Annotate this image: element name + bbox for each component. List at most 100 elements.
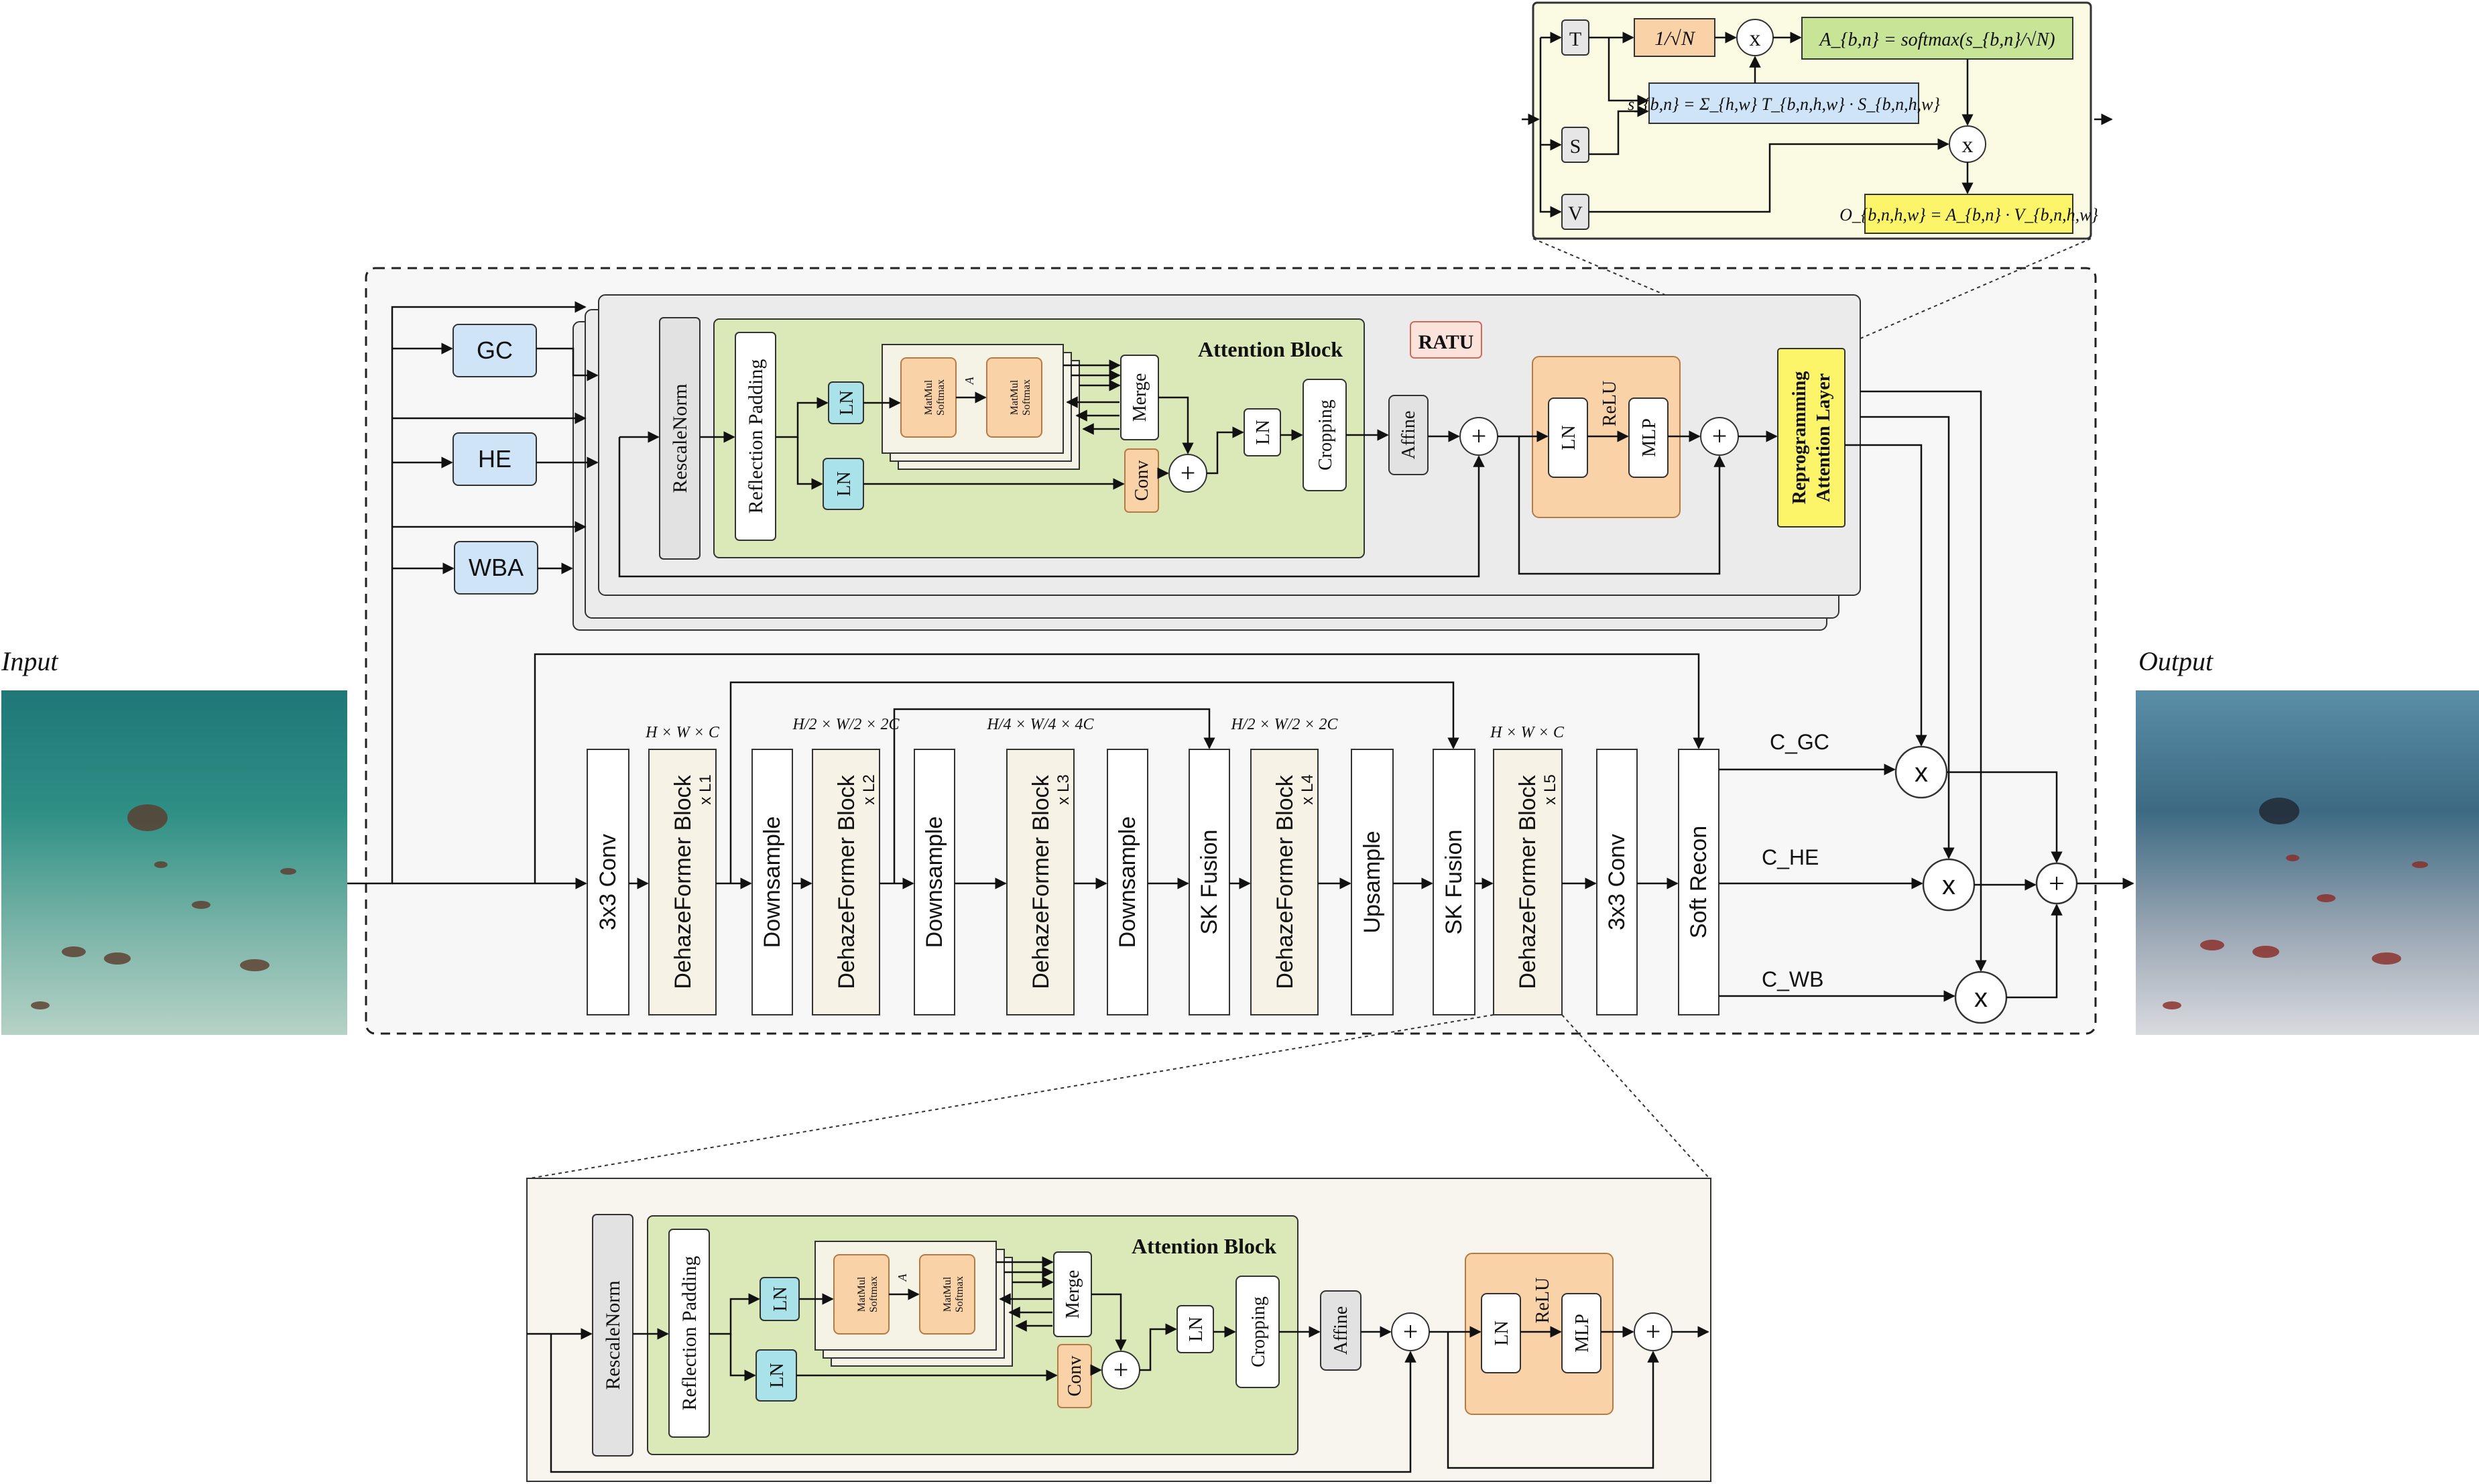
reprogramming-detail-panel: T S V 1/√N x A_{b,n} = softmax(s_{b,n}/√… [1522, 1, 2113, 346]
block-label: Soft Recon [1686, 826, 1711, 938]
coef-label: C_HE [1762, 845, 1819, 869]
mlp-box [1561, 1293, 1601, 1373]
block-label: 3x3 Conv [1604, 834, 1630, 930]
fusion: C_GC C_HE C_WB x x x + [1719, 390, 2134, 1024]
output-image [2136, 690, 2479, 1035]
matmul-label: MatMul [923, 379, 934, 415]
conv-label: Conv [1065, 1356, 1085, 1397]
dim-label: H/2 × W/2 × 2C [1230, 716, 1338, 733]
input-image [1, 690, 347, 1035]
block-label: SK Fusion [1441, 830, 1467, 935]
dehazeformer-block [648, 749, 717, 1015]
softmax-label: Softmax [954, 1276, 965, 1312]
ln-box [1548, 397, 1588, 478]
he-label: HE [478, 445, 511, 473]
ln-label: LN [837, 390, 857, 415]
scale-label: 1/√N [1654, 27, 1696, 50]
v-label: V [1568, 202, 1583, 225]
ratu-tag [1410, 321, 1482, 359]
multiply-sign: x [1915, 758, 1928, 788]
rescalenorm-label: RescaleNorm [602, 1280, 624, 1389]
mlp-box [1628, 397, 1669, 478]
affine-label: Affine [1398, 411, 1419, 460]
attention-map-label: A [896, 1274, 909, 1282]
merge-label: Merge [1130, 373, 1150, 422]
conv3x3-block [587, 749, 629, 1015]
dim-label: H × W × C [645, 724, 720, 741]
backbone: 3x3 Conv DehazeFormer Block x L1 Downsam… [392, 653, 1719, 1015]
ln-box [1481, 1293, 1521, 1373]
reprogramming-attention-layer [1777, 348, 1846, 528]
affine-box [1388, 395, 1429, 475]
repeat-label: x L2 [860, 774, 878, 804]
gc-label: GC [477, 336, 513, 364]
block-label: DehazeFormer Block [670, 774, 696, 989]
matmul-softmax-box [919, 1254, 975, 1335]
ln-label: LN [1492, 1320, 1512, 1345]
ln-box [1176, 1305, 1214, 1353]
conv-box [1057, 1344, 1092, 1408]
conv-box [1124, 448, 1159, 513]
wba-label: WBA [469, 554, 524, 581]
dehazeformer-detail-panel: RescaleNorm Attention Block Reflection P… [526, 1014, 1711, 1482]
block-label: DehazeFormer Block [1272, 774, 1298, 989]
upsample-block [1351, 749, 1394, 1015]
ratu-block: RATU RescaleNorm Attention Block Reflect… [572, 294, 1861, 631]
attention-map-label: A [963, 377, 976, 385]
attention-block-title: Attention Block [1198, 337, 1343, 361]
plus-sign: + [2049, 869, 2065, 900]
similarity-box [1648, 82, 1919, 124]
multiply-sign: x [1962, 133, 1974, 158]
output-formula: O_{b,n,h,w} = A_{b,n} · V_{b,n,h,w} [1839, 205, 2098, 225]
multiply-sign: x [1942, 871, 1955, 900]
block-label: DehazeFormer Block [1028, 774, 1054, 989]
s-box [1561, 127, 1589, 163]
similarity-formula: s_{b,n} = Σ_{h,w} T_{b,n,h,w} · S_{b,n,h… [1628, 95, 1940, 114]
affine-box [1320, 1290, 1362, 1371]
cropping-label: Cropping [1248, 1296, 1269, 1367]
softmax-formula: A_{b,n} = softmax(s_{b,n}/√N) [1818, 29, 2055, 50]
dim-label: H × W × C [1490, 724, 1565, 741]
matmul-softmax-box [986, 357, 1042, 438]
t-label: T [1569, 28, 1581, 50]
block-label: Downsample [922, 816, 947, 948]
enhancement-inputs: GC HE WBA [347, 301, 599, 885]
multiply-sign: x [1974, 983, 1988, 1013]
multiply-sign: x [1750, 26, 1761, 51]
block-label: Downsample [760, 816, 785, 948]
matmul-label: MatMul [1009, 379, 1020, 415]
reprogramming-label: Reprogramming [1789, 371, 1810, 505]
ln-label: LN [1186, 1316, 1207, 1341]
dim-label: H/2 × W/2 × 2C [792, 716, 900, 733]
soft-recon-block [1678, 749, 1719, 1015]
rescalenorm-box [592, 1214, 633, 1457]
downsample-block [1107, 749, 1148, 1015]
input-label: Input [1, 646, 58, 676]
plus-sign: + [1113, 1355, 1129, 1385]
ln-label: LN [1559, 425, 1579, 450]
merge-label: Merge [1063, 1270, 1083, 1319]
block-label: DehazeFormer Block [834, 774, 859, 989]
mlp-label: MLP [1639, 418, 1660, 457]
dehazeformer-block [1006, 749, 1075, 1015]
repeat-label: x L4 [1298, 774, 1317, 804]
gc-box [452, 324, 537, 377]
attention-block-title: Attention Block [1132, 1234, 1276, 1258]
repeat-label: x L1 [697, 774, 715, 804]
repeat-label: x L5 [1541, 774, 1559, 804]
softmax-box [1801, 17, 2073, 60]
coef-label: C_WB [1762, 967, 1823, 991]
rescalenorm-box [659, 317, 701, 560]
softmax-label: Softmax [1021, 379, 1032, 416]
ln-label: LN [770, 1286, 791, 1311]
ln-label: LN [834, 471, 855, 496]
plus-sign: + [1403, 1316, 1418, 1347]
reflection-padding-label: Reflection Padding [745, 359, 767, 514]
output-formula-box [1864, 194, 2073, 234]
relu-label: ReLU [1532, 1278, 1553, 1323]
s-label: S [1570, 135, 1581, 158]
plus-sign: + [1712, 421, 1728, 451]
affine-label: Affine [1331, 1306, 1351, 1355]
dehazeformer-block [1493, 749, 1563, 1015]
